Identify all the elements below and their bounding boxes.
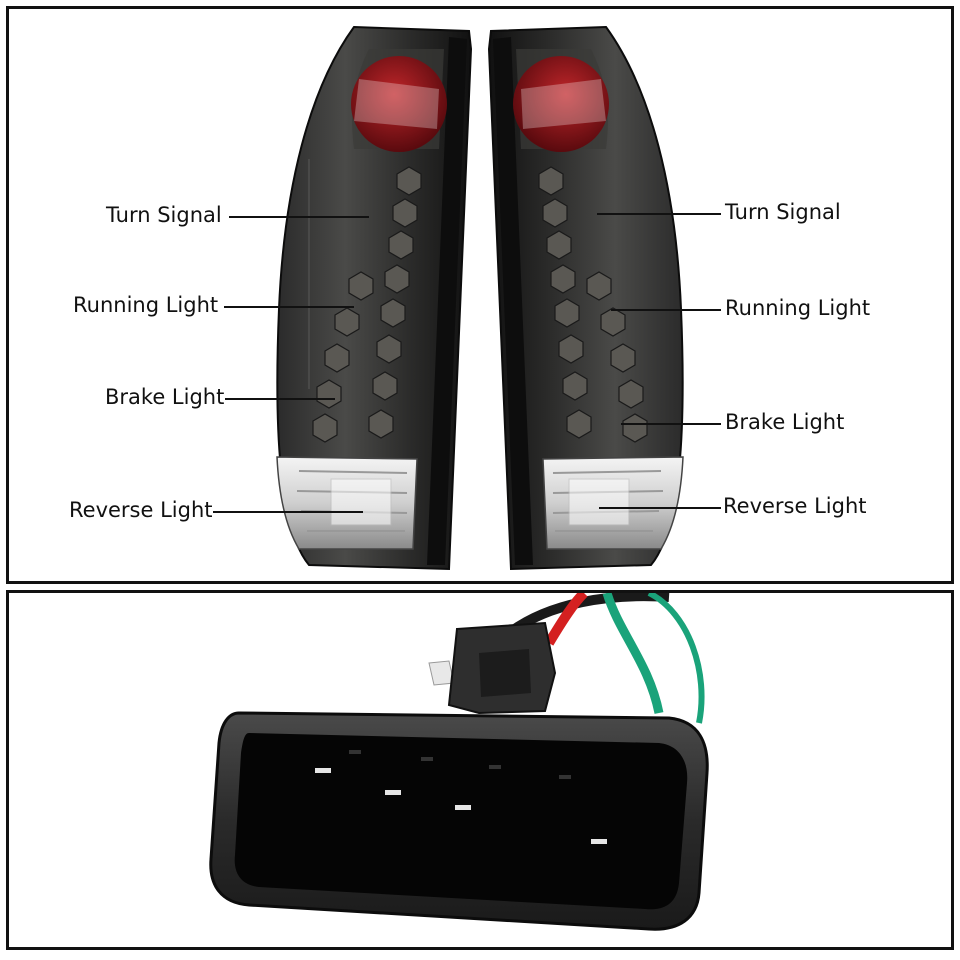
right-brake-light-label: Brake Light <box>725 410 845 434</box>
led-array-left <box>312 166 422 443</box>
tail-light-panel: Turn Signal Running Light Brake Light Re… <box>6 6 954 584</box>
right-turn-signal-leader <box>597 213 721 215</box>
left-running-light-label: Running Light <box>73 293 219 317</box>
left-turn-signal-leader <box>229 216 369 218</box>
connector-pins <box>315 768 607 844</box>
left-reverse-light-leader <box>213 511 363 513</box>
red-reflector <box>351 56 447 152</box>
connector-socket <box>234 733 688 910</box>
left-brake-light-leader <box>225 398 335 400</box>
left-brake-light-label: Brake Light <box>105 385 225 409</box>
tail-light-pair-illustration <box>276 25 684 571</box>
wiring-connector-illustration <box>209 593 709 931</box>
red-wire <box>544 593 588 646</box>
left-reverse-light-label: Reverse Light <box>69 498 213 522</box>
connector-panel <box>6 590 954 950</box>
green-wire-upper <box>602 593 664 714</box>
right-reverse-light-label: Reverse Light <box>723 494 867 518</box>
right-running-light-leader <box>611 309 721 311</box>
green-wire-lower <box>647 593 705 724</box>
right-reverse-light-leader <box>599 507 721 509</box>
right-turn-signal-label: Turn Signal <box>725 200 841 224</box>
left-turn-signal-label: Turn Signal <box>106 203 222 227</box>
left-tail-lamp <box>276 25 473 571</box>
right-tail-lamp <box>487 25 684 571</box>
right-brake-light-leader <box>621 423 721 425</box>
right-running-light-label: Running Light <box>725 296 871 320</box>
left-running-light-leader <box>224 306 354 308</box>
